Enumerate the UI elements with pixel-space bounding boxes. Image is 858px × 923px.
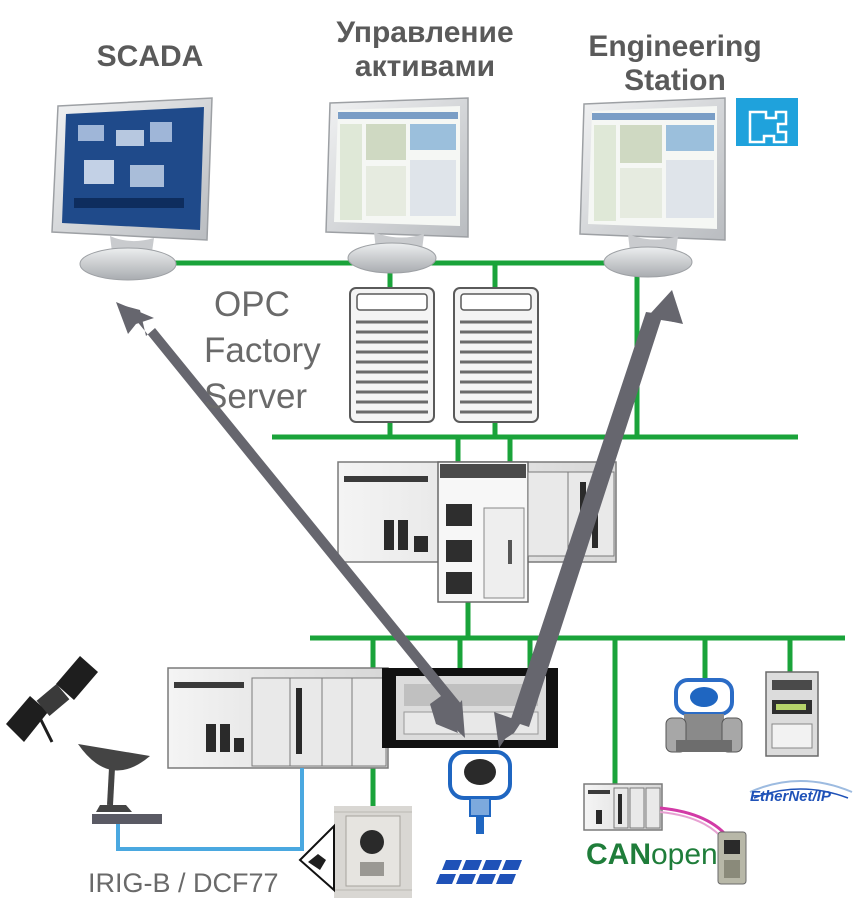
engineering-station-label-line1: Engineering bbox=[588, 30, 762, 63]
ethernet-ip-logo-text: EtherNet/IP bbox=[750, 788, 831, 805]
opc-label-line3: Server bbox=[204, 377, 308, 416]
opc-factory-server-label: OPC Factory Server bbox=[204, 282, 354, 420]
ethernet-ip-swoosh bbox=[749, 780, 853, 799]
opc-server-2 bbox=[453, 287, 539, 423]
scada-arrow-head-top bbox=[116, 302, 154, 334]
scada-monitor bbox=[51, 97, 213, 281]
engineering-software-logo bbox=[736, 98, 798, 146]
variable-speed-drive bbox=[298, 806, 412, 898]
asset-management-label-line2: активами bbox=[354, 50, 496, 83]
canopen-remote-keypad bbox=[717, 831, 747, 885]
scada-arrow-head-bottom bbox=[438, 700, 465, 738]
opc-label-line1: OPC bbox=[214, 285, 290, 324]
canopen-logo: CANopen bbox=[586, 838, 718, 872]
scada-label: SCADA bbox=[96, 40, 204, 73]
canopen-plc bbox=[583, 783, 663, 831]
engineering-to-field-arrow bbox=[498, 290, 674, 742]
time-sync-link bbox=[116, 768, 304, 851]
pressure-transmitter bbox=[448, 750, 512, 834]
gps-satellite bbox=[6, 656, 98, 743]
irig-b-dcf77-label: IRIG-B / DCF77 bbox=[88, 868, 279, 898]
engineering-station-label: Engineering Station bbox=[555, 30, 795, 98]
asset-management-label: Управление активами bbox=[305, 16, 545, 84]
engineering-station-monitor bbox=[579, 97, 726, 278]
ethernet-ip-drive bbox=[765, 671, 819, 757]
canopen-logo-can: CAN bbox=[586, 838, 651, 871]
asset-management-monitor bbox=[325, 97, 469, 274]
flowmeter bbox=[665, 678, 743, 753]
profibus-logo bbox=[436, 860, 522, 884]
satellite-dish-receiver bbox=[78, 744, 162, 824]
engineering-arrow-head-bottom bbox=[494, 712, 522, 748]
engineering-arrow-head-top bbox=[650, 290, 683, 324]
ethernet-ip-logo: EtherNet/IP bbox=[744, 780, 856, 812]
asset-management-label-line1: Управление bbox=[336, 16, 514, 49]
opc-label-line2: Factory bbox=[204, 331, 321, 370]
data-flow-arrows bbox=[118, 290, 674, 742]
opc-server-1 bbox=[349, 287, 435, 423]
canopen-logo-open: open bbox=[651, 838, 718, 871]
field-plc-rack bbox=[167, 667, 389, 769]
engineering-station-label-line2: Station bbox=[624, 64, 726, 97]
